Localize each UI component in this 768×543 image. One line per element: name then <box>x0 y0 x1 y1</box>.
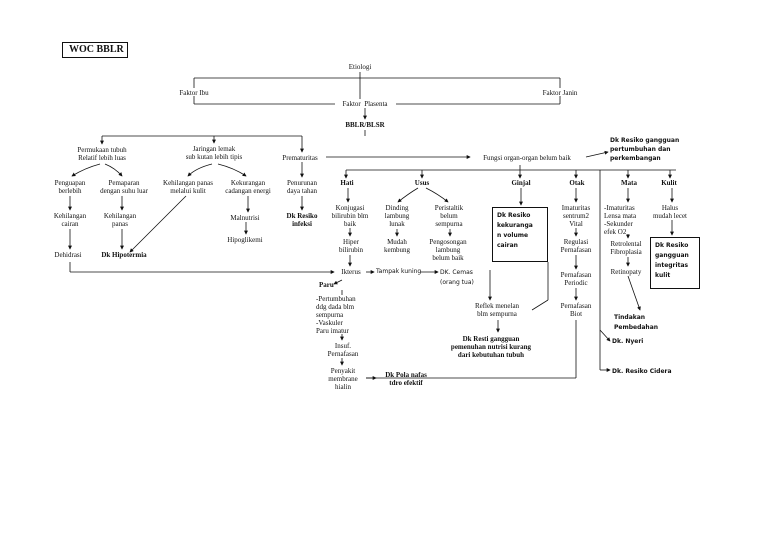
node-halus: Halus mudah lecet <box>652 204 687 220</box>
node-mudah-kembung: Mudah kembung <box>383 238 411 254</box>
node-kehilangan-panas: Kehilangan panas <box>103 212 137 228</box>
node-dk-integritas-kulit: Dk Resiko gangguan integritas kulit <box>650 237 700 289</box>
node-fungsi-organ: Fungsi organ-organ belum baik <box>483 154 571 162</box>
line-75 <box>531 299 549 311</box>
node-hati: Hati <box>340 179 354 187</box>
node-imaturitas-sentrum: Imaturitas sentrum2 Vital <box>561 204 591 228</box>
node-pengosongan: Pengosongan lambung belum baik <box>429 238 467 262</box>
node-kulit: Kulit <box>661 179 677 187</box>
node-dehidrasi: Dehidrasi <box>54 251 82 259</box>
node-kehilangan-cairan: Kehilangan cairan <box>53 212 87 228</box>
node-prematuritas: Prematuritas <box>282 154 318 162</box>
curve-17 <box>71 163 101 177</box>
node-tindakan: Tindakan Pembedahan <box>614 314 659 331</box>
node-penyakit-membrane: Penyakit membrane hialin <box>328 367 358 391</box>
node-dk-pola-nafas: Dk Pola nafas tdro efektif <box>385 371 427 387</box>
curve-18 <box>104 163 123 177</box>
arrow-60 <box>627 275 641 311</box>
node-hiper-bilirubin: Hiper bilirubin <box>338 238 364 254</box>
node-retinopaty: Retinopaty <box>610 268 642 276</box>
curve-29 <box>129 195 187 253</box>
node-etiologi: Etiologi <box>348 63 372 71</box>
node-faktor-ibu: Faktor Ibu <box>179 89 209 97</box>
node-dk-hipotermia: Dk Hipotermia <box>101 251 147 259</box>
node-pemaparan: Pemaparan dengan suhu luar <box>100 179 148 195</box>
node-insuf-pernafasan: Insuf. Pernafasan <box>327 342 359 358</box>
node-faktor-janin: Faktor Janin <box>542 89 578 97</box>
node-faktor-plasenta: Faktor Plasenta <box>342 100 388 108</box>
arrow-67 <box>333 279 343 285</box>
node-dk-cemas: DK. Cemas (orang tua) <box>440 269 474 286</box>
node-reflek-menelan: Reflek menelan blm sempurna <box>474 302 520 318</box>
curve-20 <box>217 163 247 177</box>
node-permukaan-tubuh: Permukaan tubuh Relatif lebih luas <box>77 146 127 162</box>
node-malnutrisi: Malnutrisi <box>230 214 260 222</box>
node-penguapan: Penguapan berlebih <box>54 179 86 195</box>
node-regulasi-pernafasan: Regulasi Pernafasan <box>560 238 592 254</box>
node-dk-volume-cairan: Dk Resiko kekuranga n volume cairan <box>492 207 548 262</box>
node-penurunan-daya-tahan: Penurunan daya tahan <box>286 179 318 195</box>
node-kehilangan-panas-kulit: Kehilangan panas melalui kulit <box>163 179 213 195</box>
curve-46 <box>425 187 449 203</box>
node-mata: Mata <box>621 179 637 187</box>
node-imaturitas-lensa: -Imaturitas Lensa mata -Sekunder efek O2 <box>604 204 637 236</box>
node-pernafasan-periodic: Pernafasan Periodic <box>560 271 592 287</box>
curve-45 <box>397 187 419 203</box>
arrow-64 <box>599 329 611 342</box>
node-dk-cidera: Dk. Resiko Cidera <box>612 368 672 375</box>
node-dk-infeksi: Dk Resiko infeksi <box>286 212 318 228</box>
node-dk-tumbuh: Dk Resiko gangguan pertumbuhan dan perke… <box>610 137 680 162</box>
node-otak: Otak <box>569 179 585 187</box>
node-konjugasi: Konjugasi bilirubin blm baik <box>331 204 369 228</box>
node-paru: Paru <box>319 281 334 289</box>
node-dk-nyeri: Dk. Nyeri <box>612 338 644 345</box>
curve-19 <box>187 163 213 177</box>
node-pernafasan-biot: Pernafasan Biot <box>560 302 592 318</box>
node-bblr: BBLR/BLSR <box>345 121 385 129</box>
node-ginjal: Ginjal <box>511 179 531 187</box>
node-tampak-kuning: Tampak kuning <box>376 268 422 275</box>
node-usus: Usus <box>414 179 430 187</box>
arrow-16 <box>585 150 609 158</box>
node-pertumbuhan-paru: -Pertumbuhan ddg dada blm sempurna -Vask… <box>316 295 356 335</box>
node-dinding-lambung: Dinding lambung lunak <box>384 204 410 228</box>
node-hipoglikemi: Hipoglikemi <box>227 236 263 244</box>
node-jaringan-lemak: Jaringan lemak sub kutan lebih tipis <box>185 145 243 161</box>
node-dk-nutrisi: Dk Resti gangguan pemenuhan nutrisi kura… <box>450 335 532 359</box>
node-kekurangan-energi: Kekurangan cadangan energi <box>225 179 271 195</box>
node-peristaltik: Peristaltik belum sempurna <box>434 204 464 228</box>
diagram-title: WOC BBLR <box>62 42 128 58</box>
node-ikterus: Ikterus <box>341 268 361 276</box>
node-retrolental: Retrolental Fibroplasia <box>610 240 642 256</box>
